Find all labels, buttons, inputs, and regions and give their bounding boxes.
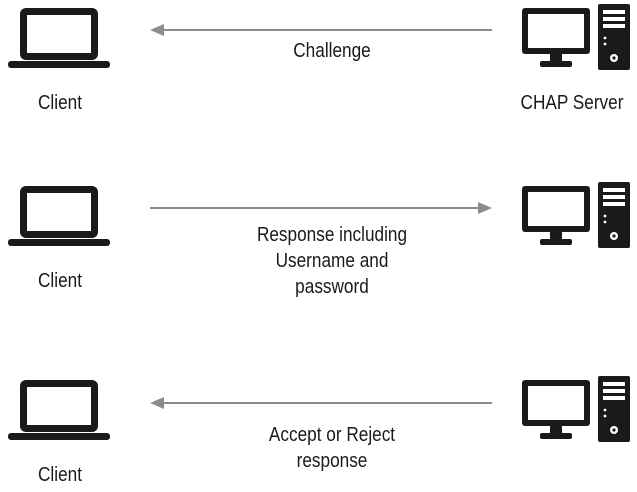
client-label-2: Client bbox=[38, 270, 82, 292]
message-line: password bbox=[295, 276, 369, 298]
laptop-icon bbox=[8, 186, 110, 246]
message-line: Username and bbox=[275, 250, 389, 272]
client-label-3: Client bbox=[38, 464, 82, 486]
laptop-icon bbox=[8, 380, 110, 440]
laptop-icon bbox=[8, 8, 110, 68]
message-line: Response including bbox=[256, 224, 408, 246]
arrow-accept-reject bbox=[150, 397, 492, 409]
message-challenge: Challenge bbox=[246, 38, 418, 64]
arrow-challenge bbox=[150, 24, 492, 36]
arrow-response bbox=[150, 202, 492, 214]
message-line: Accept or Reject bbox=[268, 424, 396, 446]
desktop-tower-icon bbox=[522, 376, 630, 442]
message-accept-reject: Accept or Reject response bbox=[229, 422, 435, 474]
desktop-tower-icon bbox=[522, 4, 630, 70]
chap-server-label: CHAP Server bbox=[520, 92, 624, 114]
message-line: Challenge bbox=[293, 40, 371, 62]
client-label-1: Client bbox=[38, 92, 82, 114]
desktop-tower-icon bbox=[522, 182, 630, 248]
message-response: Response including Username and password bbox=[229, 222, 435, 300]
message-line: response bbox=[296, 450, 368, 472]
